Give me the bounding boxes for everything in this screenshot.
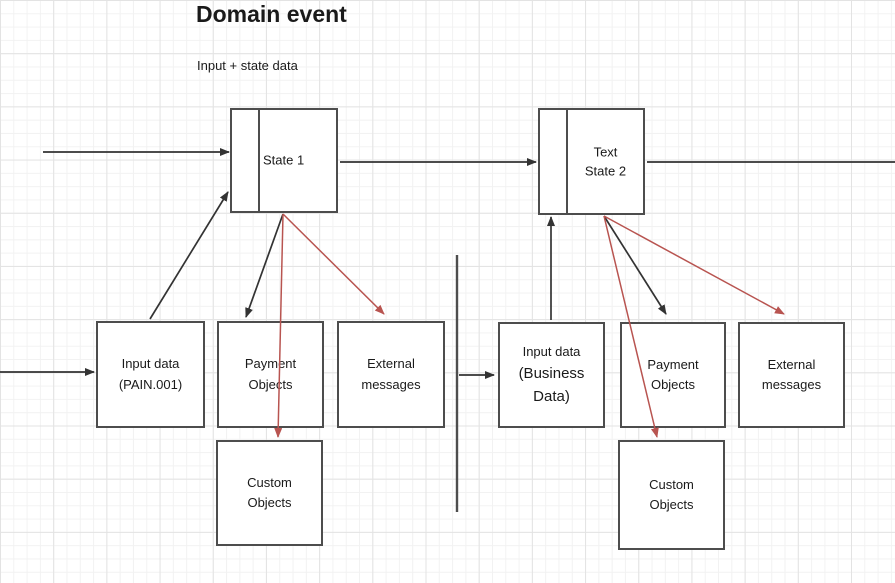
- state2-compartment-divider: [566, 108, 568, 215]
- connector-input-pain-to-state1[interactable]: [149, 191, 229, 320]
- state2-label-line1: Text: [593, 144, 618, 159]
- external-right-line1: External: [767, 356, 816, 372]
- node-input-data-business[interactable]: Input data (Business Data): [498, 322, 605, 428]
- input-pain-line2: (PAIN.001): [118, 376, 183, 392]
- input-pain-line1: Input data: [121, 356, 180, 372]
- diagram-subtitle[interactable]: Input + state data: [197, 58, 298, 73]
- external-right-line2: messages: [761, 377, 822, 392]
- external-left-line1: External: [367, 356, 415, 372]
- state1-label: State 1: [263, 152, 305, 168]
- state1-compartment-divider: [258, 108, 260, 213]
- connector-state1-to-external-left[interactable]: [282, 213, 385, 315]
- node-external-messages-left[interactable]: External messages: [337, 321, 445, 428]
- node-payment-objects-left[interactable]: Payment Objects: [217, 321, 324, 428]
- state2-label-line2: State 2: [584, 163, 627, 179]
- custom-left-line1: Custom: [247, 474, 292, 490]
- payment-left-line2: Objects: [248, 376, 293, 392]
- connector-state2-to-external-right[interactable]: [603, 215, 785, 315]
- payment-right-line1: Payment: [647, 356, 699, 372]
- custom-right-line1: Custom: [649, 476, 694, 492]
- input-business-line2: (Business: [518, 364, 585, 382]
- diagram-title[interactable]: Domain event: [196, 1, 347, 27]
- custom-right-line2: Objects: [649, 497, 694, 512]
- node-custom-objects-left[interactable]: Custom Objects: [216, 440, 323, 546]
- custom-left-line2: Objects: [247, 495, 292, 510]
- connector-state2-to-payment-right[interactable]: [603, 215, 667, 315]
- node-payment-objects-right[interactable]: Payment Objects: [620, 322, 726, 428]
- payment-right-line2: Objects: [650, 377, 696, 392]
- node-state2[interactable]: Text State 2: [538, 108, 645, 215]
- payment-left-line1: Payment: [244, 356, 297, 372]
- node-custom-objects-right[interactable]: Custom Objects: [618, 440, 725, 550]
- external-left-line2: messages: [361, 376, 421, 392]
- node-external-messages-right[interactable]: External messages: [738, 322, 845, 428]
- node-state1[interactable]: State 1: [230, 108, 338, 213]
- node-input-data-pain[interactable]: Input data (PAIN.001): [96, 321, 205, 428]
- input-business-line1: Input data: [522, 343, 581, 359]
- connector-state1-to-payment-left[interactable]: [245, 213, 284, 318]
- input-business-line3: Data): [533, 388, 570, 406]
